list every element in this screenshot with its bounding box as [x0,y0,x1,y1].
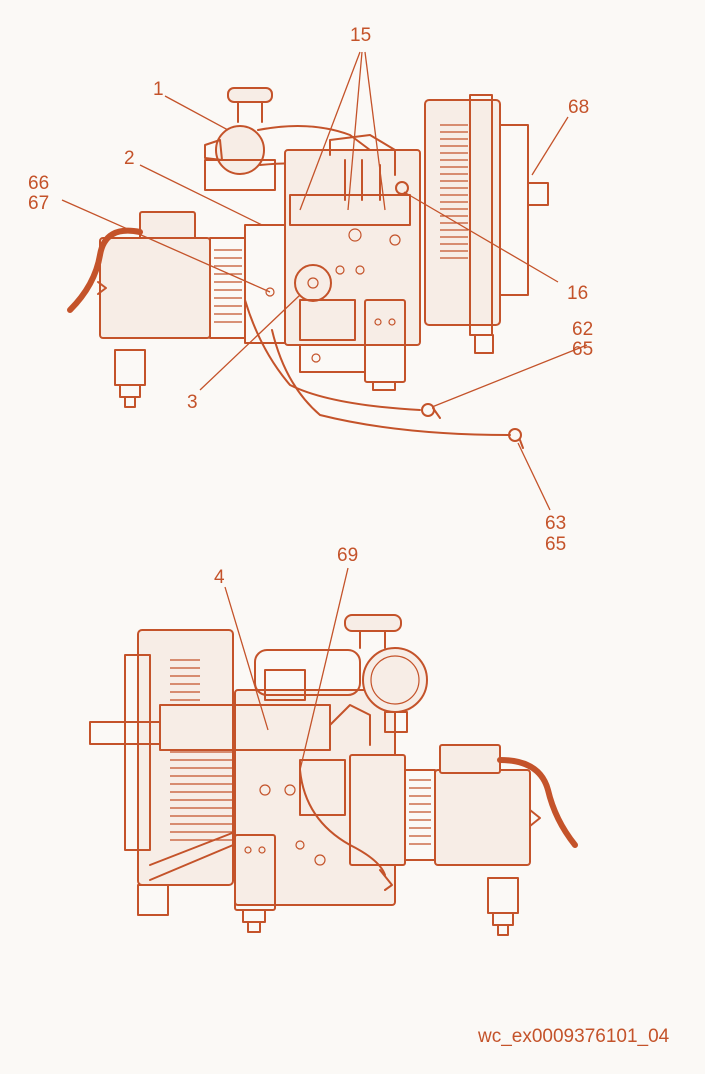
callout-1: 1 [153,79,164,100]
top-engine-view [67,87,549,449]
callout-63: 63 [545,513,567,534]
callout-67: 67 [28,193,50,214]
callout-16: 16 [567,283,589,304]
callout-66: 66 [28,173,50,194]
callout-2: 2 [124,148,135,169]
callout-69: 69 [337,545,359,566]
drawing-id-caption: wc_ex0009376101_04 [478,1026,670,1047]
callout-62: 62 [572,319,594,340]
callout-65-lower: 65 [545,534,567,555]
callout-15: 15 [350,25,372,46]
callout-65-upper: 65 [572,339,594,360]
callout-3: 3 [187,392,198,413]
bottom-engine-view [89,614,578,936]
callout-4: 4 [214,567,225,588]
callout-68: 68 [568,97,590,118]
leader-lines [61,51,588,771]
